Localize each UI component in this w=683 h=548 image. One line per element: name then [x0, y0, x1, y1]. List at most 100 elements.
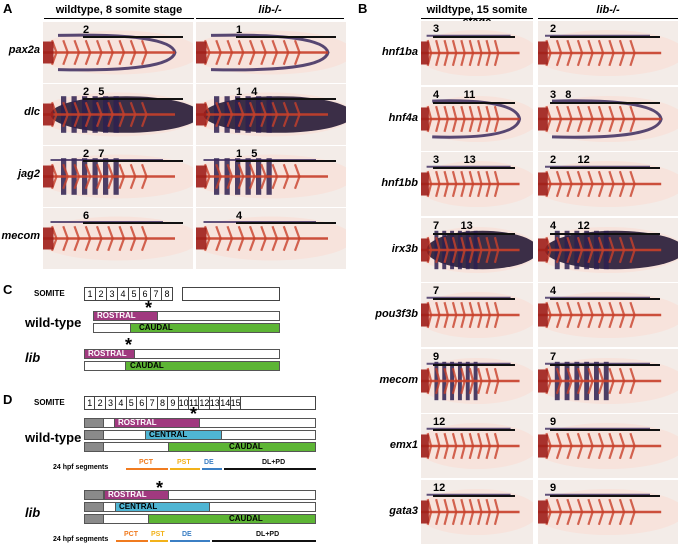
panel-d-lib-pct-label: PCT — [124, 531, 138, 538]
panel-a-header-wildtype: wildtype, 8 somite stage — [55, 4, 183, 16]
panel-d-wt-pst-label: PST — [177, 459, 191, 466]
panel-a-expression-line — [83, 222, 183, 224]
panel-a-header-mutant: lib-/- — [258, 4, 282, 16]
panel-d-lib-de-label: DE — [182, 531, 192, 538]
panel-a-expression-line — [236, 98, 336, 100]
panel-d-lib-star: * — [156, 478, 164, 498]
panel-a-expression-line — [83, 36, 183, 38]
panel-a-embryo-image: 1 5 — [196, 146, 346, 207]
panel-a-gene-label: jag2 — [17, 168, 40, 180]
panel-a-embryo-image: 1 4 — [196, 84, 346, 145]
panel-b-expression-line — [433, 495, 515, 497]
panel-c-lib-label: lib — [25, 350, 41, 365]
panel-b-expression-line — [550, 102, 660, 104]
panel-a-header-rule-mut — [196, 18, 344, 19]
panel-b-header-mutant: lib-/- — [596, 4, 620, 16]
panel-b-gene-label: emx1 — [389, 439, 418, 451]
panel-c-lib-star: * — [125, 335, 133, 355]
panel-d-lib-dlpd-arrow — [212, 540, 316, 542]
panel-b-embryo-image: 7 — [538, 349, 678, 413]
panel-b-expression-line — [433, 36, 515, 38]
panel-b-somite-number: 3 8 — [550, 89, 572, 101]
panel-b-embryo-image: 9 — [538, 414, 678, 478]
panel-d-lib-pst-label: PST — [151, 531, 165, 538]
panel-d-lib-pct-arrow — [116, 540, 148, 542]
panel-d-lib-rostral-bar: ROSTRAL — [104, 490, 169, 500]
panel-a-somite-number: 6 — [83, 210, 90, 222]
panel-d-wt-de-arrow — [202, 468, 222, 470]
panel-b-somite-number: 4 11 — [433, 89, 476, 101]
panel-b-gene-label: pou3f3b — [375, 308, 418, 320]
panel-a-somite-number: 1 5 — [236, 148, 258, 160]
panel-b-somite-number: 4 — [550, 285, 557, 297]
panel-a-gene-label: dlc — [24, 106, 40, 118]
panel-a-embryo-image: 6 — [43, 208, 193, 269]
panel-b-expression-line — [433, 167, 515, 169]
panel-b-embryo-image: 4 — [538, 283, 678, 347]
panel-d-lib-pst-arrow — [150, 540, 168, 542]
panel-d-wt-pct-arrow — [126, 468, 168, 470]
panel-c-somite-label: SOMITE — [34, 289, 65, 298]
panel-a-somite-number: 2 — [83, 24, 90, 36]
panel-c-lib-rostral-bar: ROSTRAL — [84, 349, 135, 359]
panel-b-expression-line — [550, 233, 660, 235]
panel-b-embryo-image: 12 — [421, 480, 533, 544]
panel-c-label: C — [3, 282, 13, 297]
panel-b-expression-line — [433, 298, 515, 300]
panel-d-lib-dlpd-label: DL+PD — [256, 531, 280, 538]
panel-d-wt-pst-arrow — [170, 468, 200, 470]
panel-b-header-rule-wt — [421, 18, 533, 19]
panel-a-somite-number: 2 5 — [83, 86, 105, 98]
panel-b-somite-number: 7 — [550, 351, 557, 363]
panel-b-gene-label: gata3 — [389, 505, 418, 517]
panel-b-somite-number: 9 — [550, 482, 557, 494]
panel-b-label: B — [358, 1, 368, 16]
panel-b-somite-number: 7 13 — [433, 220, 473, 232]
panel-b-expression-line — [433, 102, 515, 104]
panel-a-gene-label: mecom — [1, 230, 40, 242]
panel-d-wt-dlpd-label: DL+PD — [262, 459, 286, 466]
panel-a-header-rule-wt — [44, 18, 194, 19]
panel-b-somite-number: 2 12 — [550, 154, 590, 166]
panel-b-expression-line — [550, 167, 660, 169]
panel-a-somite-number: 1 4 — [236, 86, 258, 98]
panel-b-somite-number: 7 — [433, 285, 440, 297]
panel-a-embryo-image: 2 5 — [43, 84, 193, 145]
panel-d-wt-caudal-bar: CAUDAL — [168, 442, 316, 452]
panel-d-wt-segments-label: 24 hpf segments — [53, 464, 109, 471]
panel-b-embryo-image: 9 — [421, 349, 533, 413]
panel-b-expression-line — [433, 364, 515, 366]
panel-d-wt-dlpd-arrow — [224, 468, 316, 470]
panel-d-label: D — [3, 392, 13, 407]
panel-b-embryo-image: 7 — [421, 283, 533, 347]
panel-b-embryo-image: 3 — [421, 21, 533, 85]
somite-box: 8 — [161, 287, 173, 301]
panel-a-expression-line — [236, 222, 336, 224]
panel-b-expression-line — [550, 495, 660, 497]
panel-a-gene-label: pax2a — [8, 44, 40, 56]
panel-a-label: A — [3, 1, 13, 16]
panel-d-wildtype-label: wild-type — [25, 430, 82, 445]
panel-b-somite-number: 2 — [550, 23, 557, 35]
panel-c-wildtype-star: * — [145, 298, 153, 318]
panel-d-lib-central-bar: CENTRAL — [115, 502, 210, 512]
panel-b-somite-number: 4 12 — [550, 220, 590, 232]
panel-b-header-rule-mut — [538, 18, 678, 19]
panel-b-expression-line — [550, 364, 660, 366]
panel-b-embryo-image: 3 8 — [538, 87, 678, 151]
panel-b-embryo-image: 4 12 — [538, 218, 678, 282]
panel-a-expression-line — [236, 160, 336, 162]
panel-b-expression-line — [433, 429, 515, 431]
panel-b-embryo-image: 9 — [538, 480, 678, 544]
panel-d-grey-block — [84, 418, 104, 428]
somite-box: 2 — [95, 287, 107, 301]
panel-b-somite-number: 9 — [550, 416, 557, 428]
panel-d-wt-central-bar: CENTRAL — [145, 430, 222, 440]
panel-d-lib-segments-label: 24 hpf segments — [53, 536, 109, 543]
panel-d-somite-tail — [240, 396, 316, 410]
panel-d-grey-block — [84, 490, 104, 500]
panel-c-lib-caudal-bar: CAUDAL — [125, 361, 280, 371]
panel-a-somite-number: 4 — [236, 210, 243, 222]
panel-b-embryo-image: 12 — [421, 414, 533, 478]
panel-b-embryo-image: 3 13 — [421, 152, 533, 216]
